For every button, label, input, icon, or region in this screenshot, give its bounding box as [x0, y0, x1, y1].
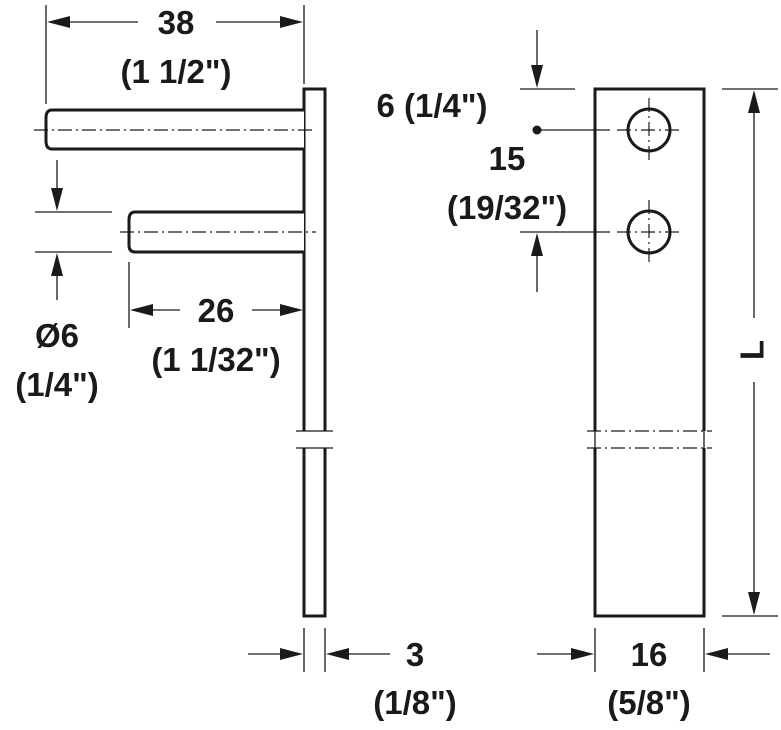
front-view: 6 (1/4") 15 (19/32") L: [376, 30, 778, 721]
dim-38-in: (1 1/2"): [120, 53, 231, 90]
dim-16-in: (5/8"): [607, 684, 691, 721]
dim-15-in: (19/32"): [447, 189, 567, 226]
dimension-diameter: Ø6 (1/4"): [15, 160, 112, 403]
dimension-3: 3 (1/8"): [248, 628, 457, 721]
side-plate-break: [300, 431, 330, 448]
dim-diameter-mm: Ø6: [35, 317, 79, 354]
dim-26-mm: 26: [198, 292, 235, 329]
dim-15-mm: 15: [489, 140, 526, 177]
dimension-16: 16 (5/8"): [537, 628, 770, 721]
front-plate-break: [590, 431, 709, 448]
dim-diameter-in: (1/4"): [15, 366, 99, 403]
dim-26-in: (1 1/32"): [151, 341, 280, 378]
dim-16-mm: 16: [631, 636, 668, 673]
dim-3-mm: 3: [406, 636, 424, 673]
dim-L: L: [734, 340, 771, 360]
side-view: 38 (1 1/2") Ø6 (1/4") 26 (1 1/32"): [15, 4, 457, 721]
front-plate: [593, 87, 706, 618]
dim-3-in: (1/8"): [373, 684, 457, 721]
dimension-15: 15 (19/32"): [447, 125, 610, 292]
dimension-26: 26 (1 1/32"): [128, 262, 303, 378]
dim-6: 6 (1/4"): [376, 87, 487, 124]
dim-38-mm: 38: [158, 4, 195, 41]
dimension-38: 38 (1 1/2"): [45, 4, 305, 104]
dimension-6: 6 (1/4"): [376, 30, 575, 124]
side-plate: [302, 87, 327, 618]
dimension-L: L: [722, 88, 778, 617]
